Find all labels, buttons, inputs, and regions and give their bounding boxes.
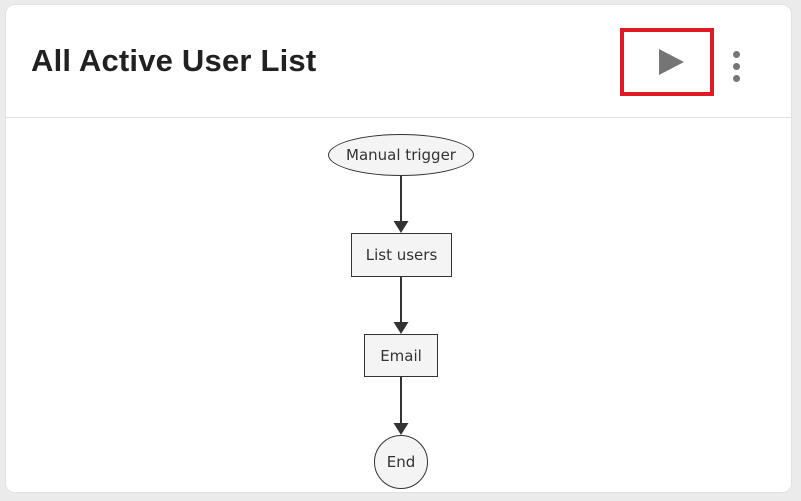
flowchart-node-trigger: Manual trigger	[328, 134, 474, 176]
card-header: All Active User List	[6, 5, 791, 118]
run-workflow-button[interactable]	[620, 28, 714, 96]
workflow-card: All Active User List Manual trigger List…	[5, 4, 792, 493]
flowchart-canvas: Manual trigger List users Email End	[6, 118, 791, 492]
flowchart-node-email: Email	[364, 334, 438, 377]
play-icon	[658, 49, 684, 75]
more-options-button[interactable]	[724, 45, 748, 87]
kebab-menu-icon	[732, 62, 740, 70]
workflow-title: All Active User List	[31, 43, 317, 78]
flowchart-node-list-users: List users	[351, 233, 452, 277]
kebab-menu-icon	[732, 74, 740, 82]
kebab-menu-icon	[732, 50, 740, 58]
flowchart-node-end: End	[374, 435, 428, 489]
flowchart-edges	[393, 176, 409, 435]
